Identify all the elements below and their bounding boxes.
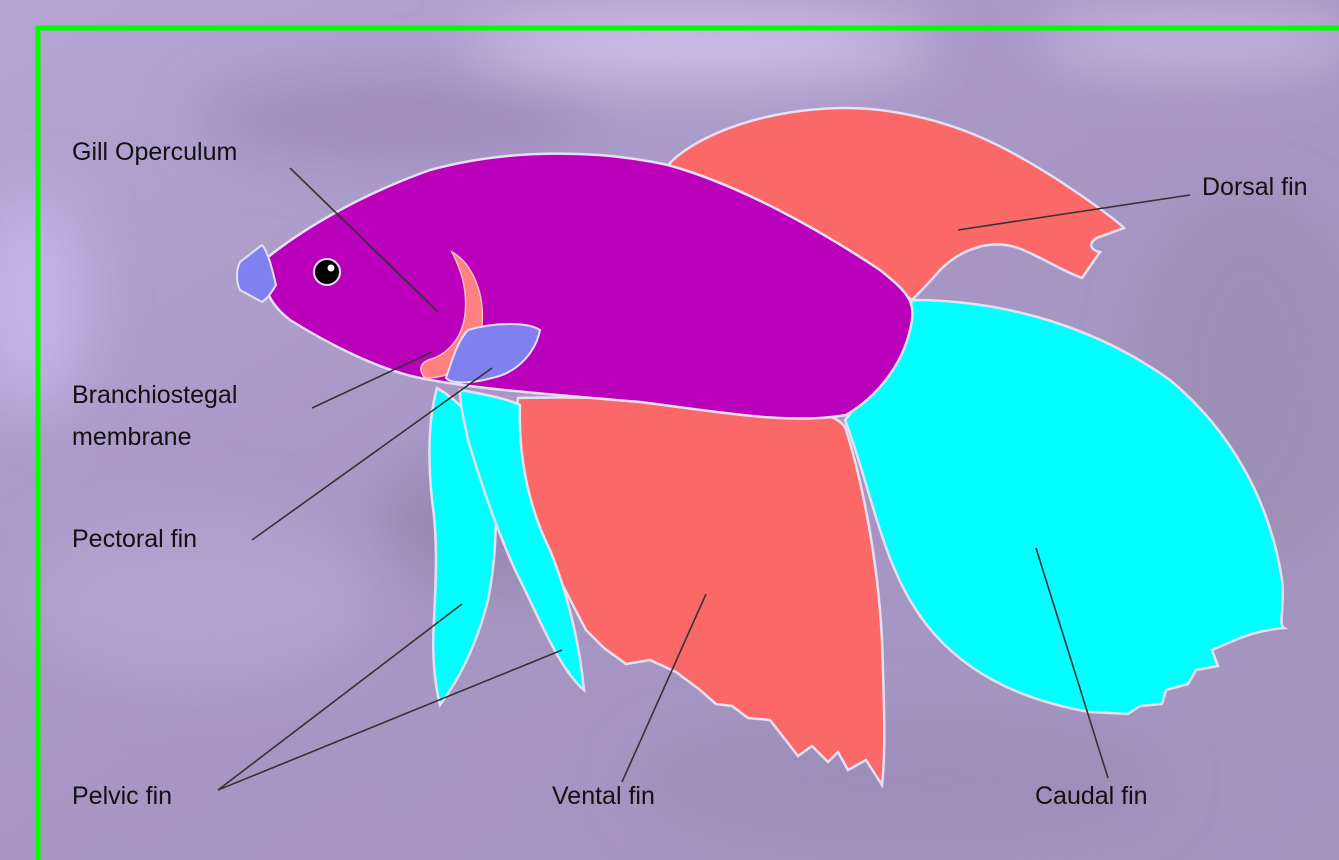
label-pectoral-fin: Pectoral fin — [72, 525, 197, 553]
label-vental-fin: Vental fin — [552, 782, 655, 810]
label-branchiostegal-line2: membrane — [72, 423, 192, 451]
label-gill-operculum: Gill Operculum — [72, 138, 237, 166]
eye — [314, 259, 340, 285]
label-pelvic-fin: Pelvic fin — [72, 782, 172, 810]
label-caudal-fin: Caudal fin — [1035, 782, 1148, 810]
label-dorsal-fin: Dorsal fin — [1202, 173, 1308, 201]
label-branchiostegal-line1: Branchiostegal — [72, 381, 237, 409]
